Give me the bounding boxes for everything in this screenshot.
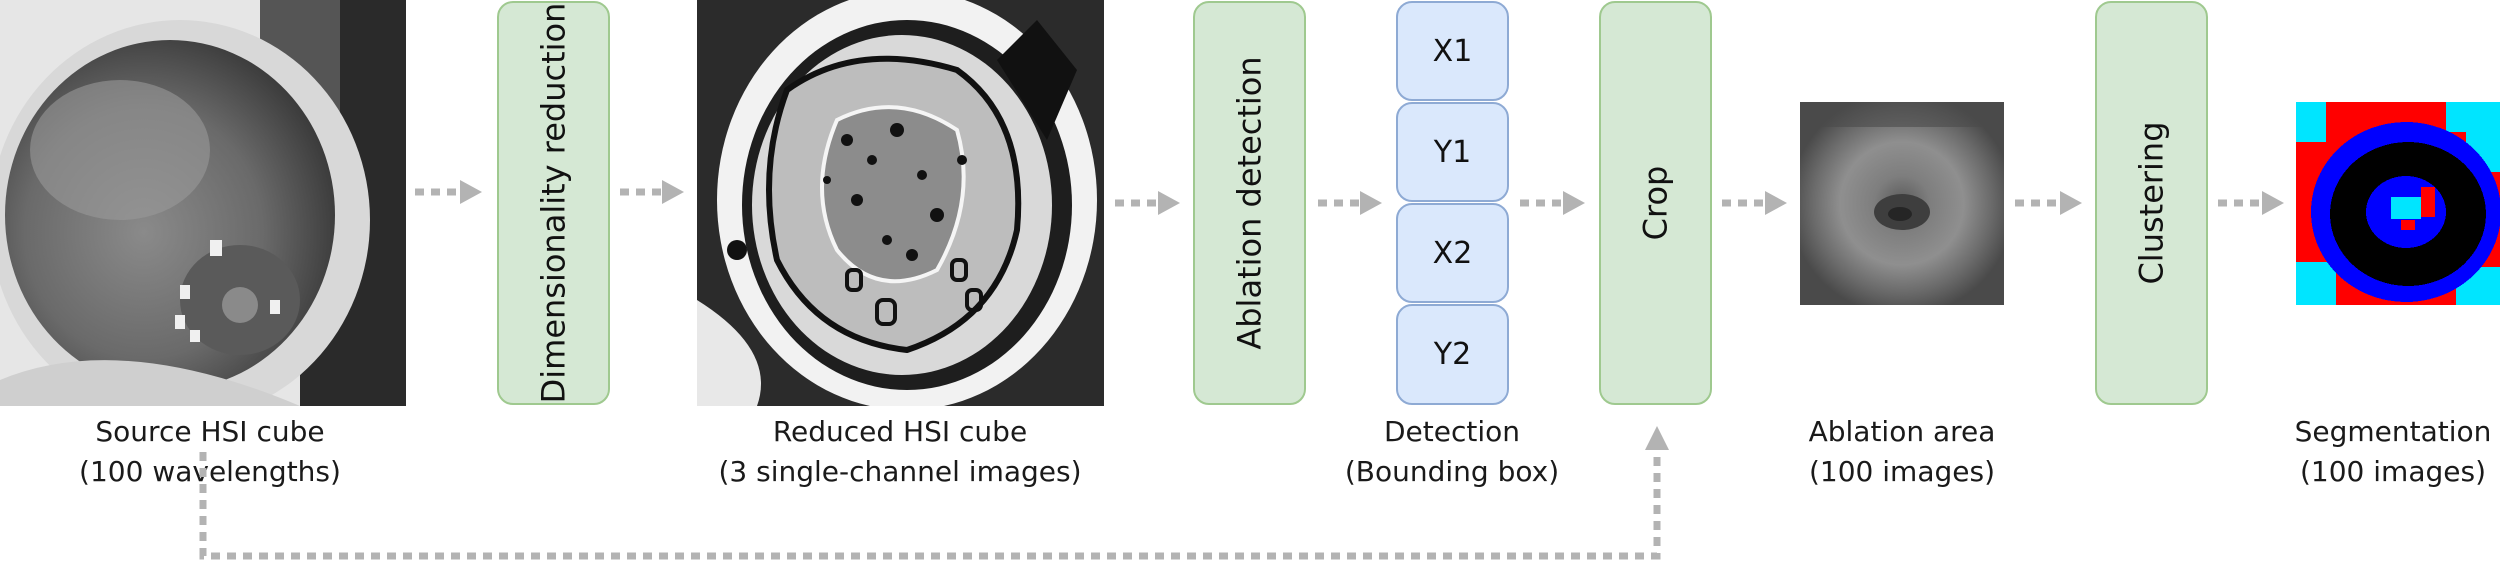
segmentation-caption-detail: (100 images) xyxy=(2300,455,2486,488)
ablation-detection-box: Ablation detection xyxy=(1193,1,1306,405)
detection-caption-title: Detection xyxy=(1383,415,1521,448)
ablation-area-caption-detail: (100 images) xyxy=(1809,455,1995,488)
arrowhead-bbox-to-crop xyxy=(1563,191,1585,215)
ablation-area-image xyxy=(1800,102,2004,305)
bbox-y2-label: Y2 xyxy=(1433,337,1472,372)
bbox-x2-box: X2 xyxy=(1396,203,1509,303)
bbox-y2-box: Y2 xyxy=(1396,304,1509,405)
source-caption-title: Source HSI cube xyxy=(95,415,325,448)
segmentation-caption: Segmentation (100 images) xyxy=(2288,412,2498,492)
arrowhead-source-to-crop xyxy=(1645,426,1669,450)
dimensionality-reduction-box: Dimensionality reduction xyxy=(497,1,610,405)
arrowhead-detection-to-bbox xyxy=(1360,191,1382,215)
arrowhead-reduction-to-reduced xyxy=(662,180,684,204)
arrowhead-reduced-to-detection xyxy=(1158,191,1180,215)
crop-box: Crop xyxy=(1599,1,1712,405)
bbox-x1-label: X1 xyxy=(1432,33,1473,69)
source-caption-detail: (100 wavelengths) xyxy=(79,455,341,488)
arrowhead-source-to-reduction xyxy=(460,180,482,204)
clustering-box: Clustering xyxy=(2095,1,2208,405)
reduced-caption: Reduced HSI cube (3 single-channel image… xyxy=(700,412,1100,492)
bbox-y1-box: Y1 xyxy=(1396,102,1509,202)
ablation-area-caption-title: Ablation area xyxy=(1808,415,1996,448)
detection-caption: Detection (Bounding box) xyxy=(1332,412,1572,492)
bbox-y1-label: Y1 xyxy=(1433,134,1472,170)
ablation-area-caption: Ablation area (100 images) xyxy=(1782,412,2022,492)
arrowhead-clustering-to-segmentation xyxy=(2262,191,2284,215)
arrowhead-crop-to-ablation xyxy=(1765,191,1787,215)
reduced-caption-detail: (3 single-channel images) xyxy=(718,455,1082,488)
source-caption: Source HSI cube (100 wavelengths) xyxy=(40,412,380,492)
segmentation-image xyxy=(2296,102,2500,305)
segmentation-caption-title: Segmentation xyxy=(2294,415,2492,448)
detection-caption-detail: (Bounding box) xyxy=(1344,455,1560,488)
reduced-caption-title: Reduced HSI cube xyxy=(772,415,1028,448)
reduced-hsi-image xyxy=(697,0,1104,406)
bbox-x2-label: X2 xyxy=(1432,235,1473,271)
arrow-source-to-crop xyxy=(199,450,1661,560)
source-hsi-image xyxy=(0,0,406,406)
bbox-x1-box: X1 xyxy=(1396,1,1509,101)
arrowhead-ablation-to-clustering xyxy=(2060,191,2082,215)
